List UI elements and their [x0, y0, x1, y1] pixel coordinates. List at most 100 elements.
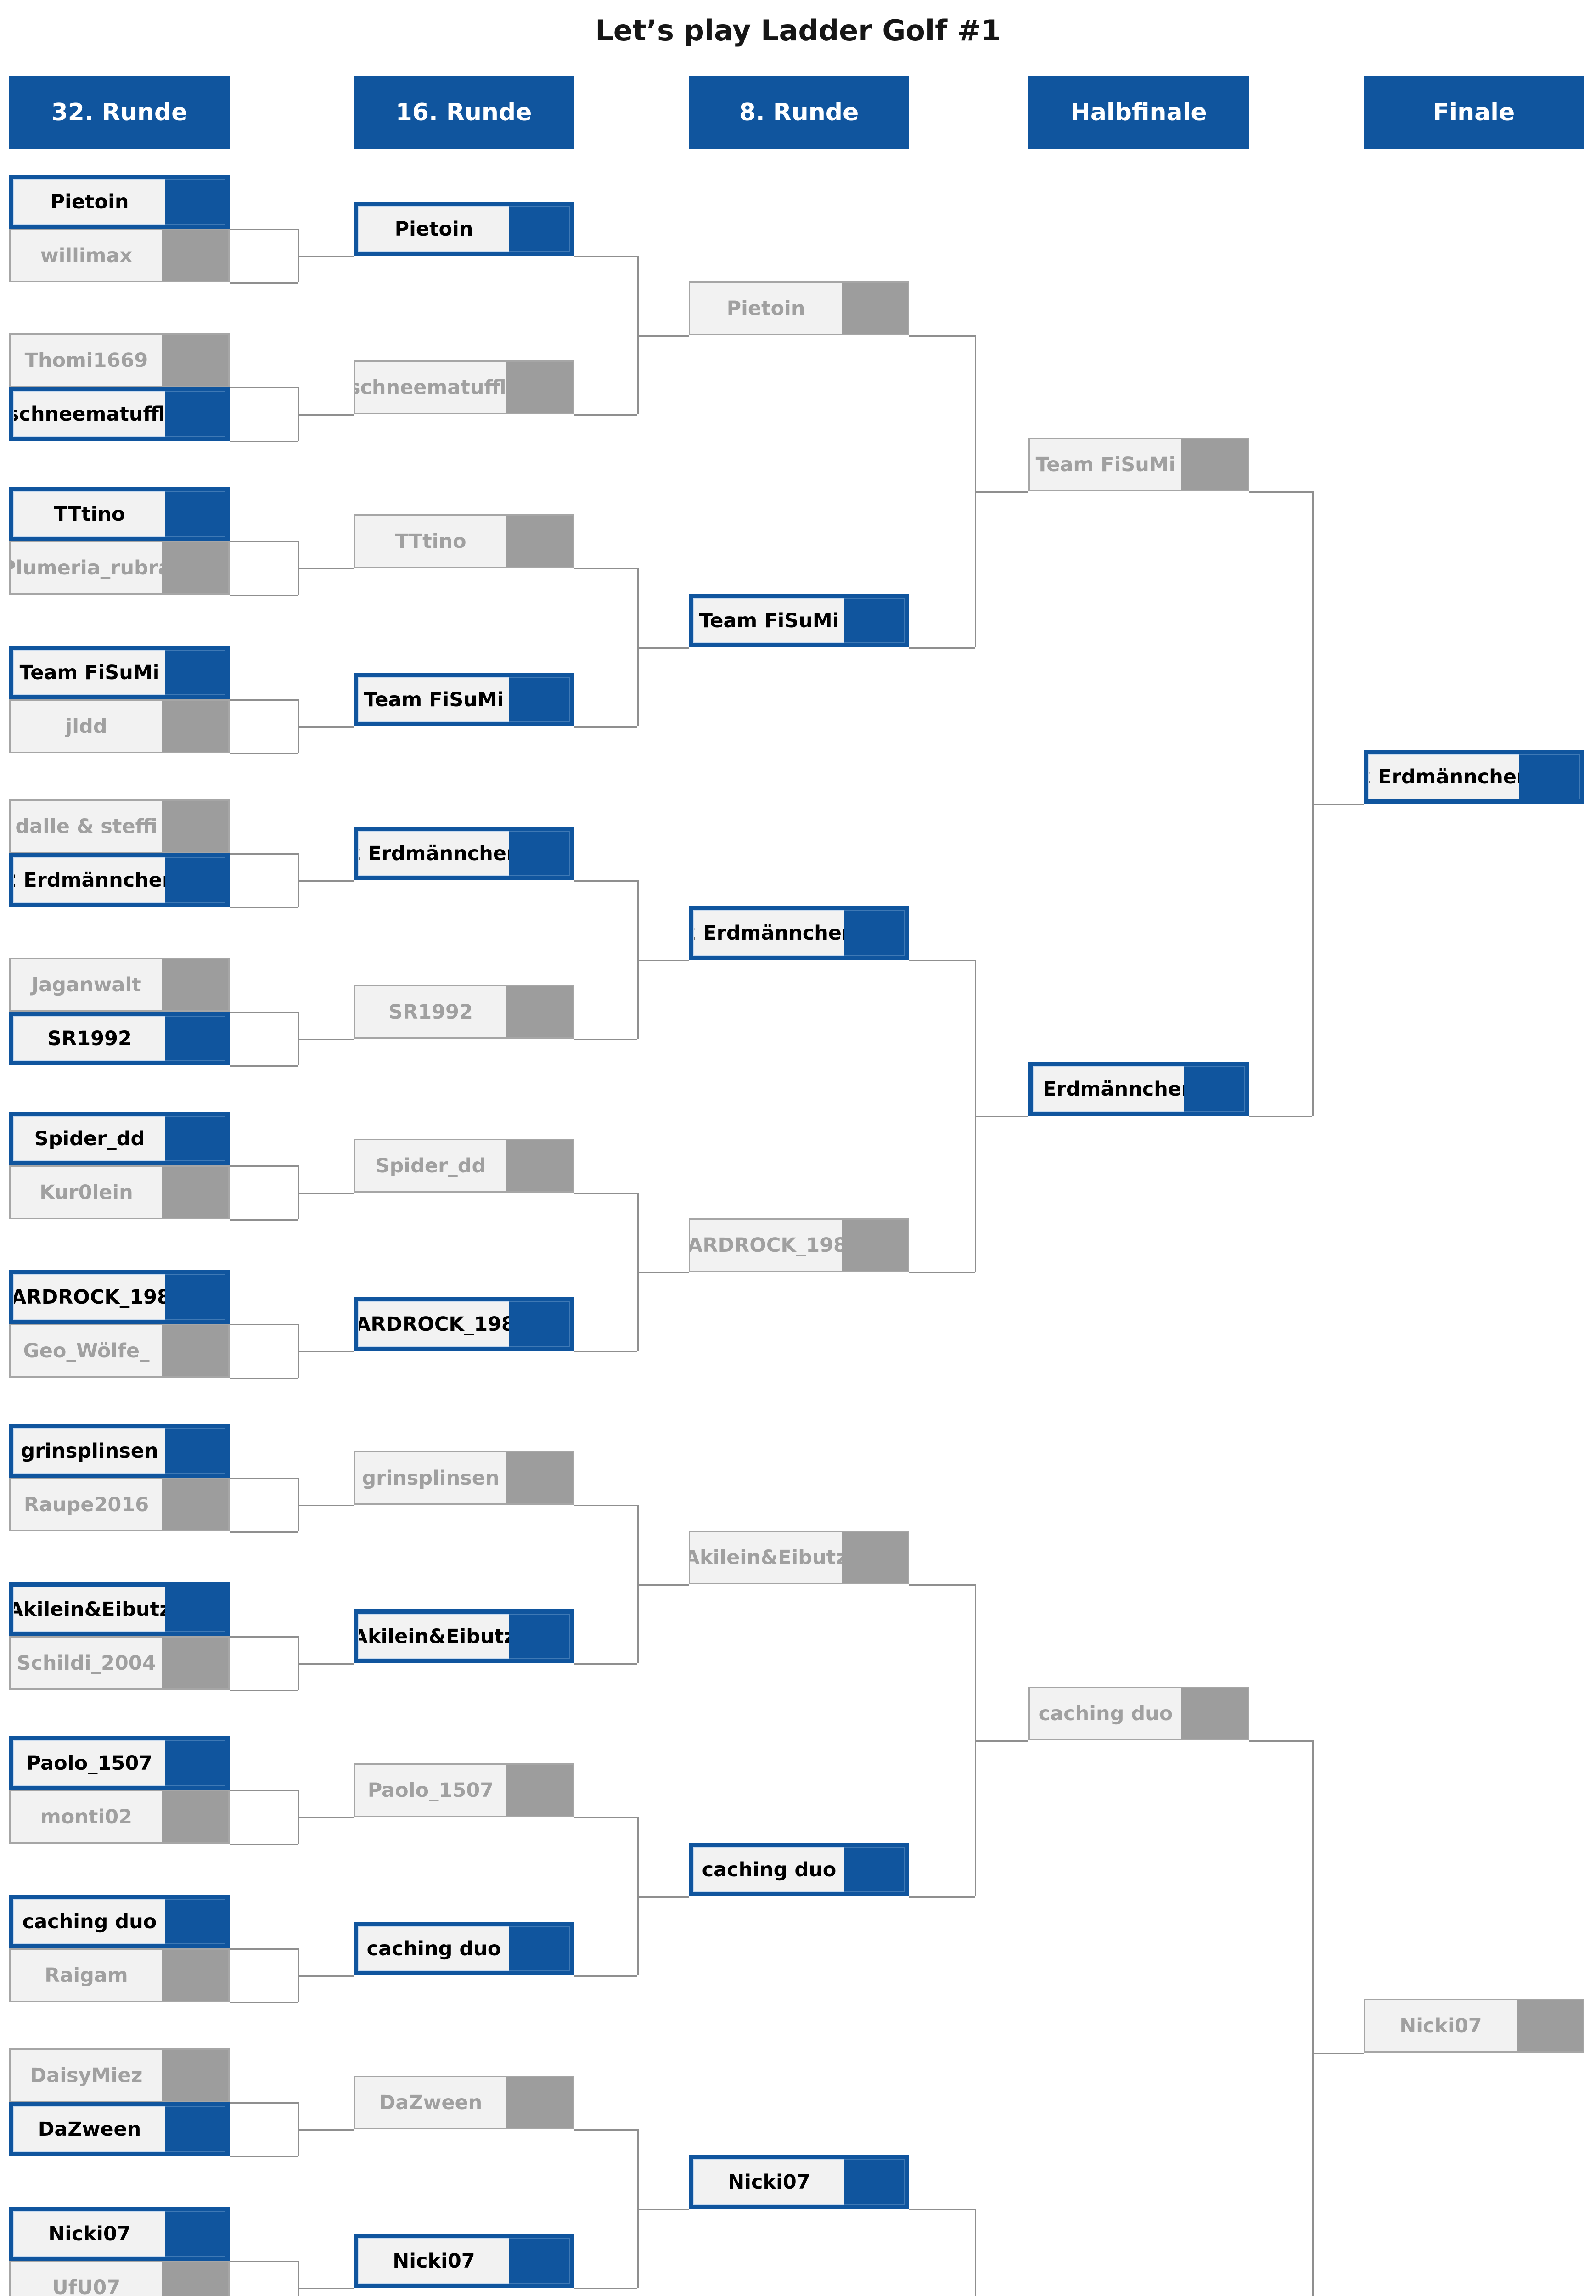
bracket-slot[interactable]: DaisyMiez: [9, 2048, 230, 2102]
bracket-slot[interactable]: Pietoin: [354, 202, 574, 256]
bracket-slot[interactable]: Nicki07: [689, 2155, 909, 2209]
competitor-name: dalle & steffi: [11, 801, 162, 852]
bracket-slot[interactable]: Plumeria_rubra: [9, 541, 230, 595]
competitor-name: Nicki07: [13, 2211, 165, 2257]
bracket-slot[interactable]: Team FiSuMi: [354, 673, 574, 726]
bracket-connector: [909, 1272, 975, 1273]
bracket-connector: [230, 1690, 298, 1691]
result-block: [509, 206, 570, 252]
bracket-slot[interactable]: DaZween: [9, 2102, 230, 2156]
competitor-name: Pietoin: [690, 283, 842, 334]
bracket-slot[interactable]: caching duo: [354, 1922, 574, 1975]
bracket-slot[interactable]: caching duo: [689, 1843, 909, 1896]
bracket-connector: [230, 2156, 298, 2157]
bracket-slot[interactable]: UfU07: [9, 2261, 230, 2296]
bracket-slot[interactable]: SR1992: [9, 1012, 230, 1065]
bracket-slot[interactable]: schneematuffli: [9, 387, 230, 441]
bracket-slot[interactable]: dalle & steffi: [9, 799, 230, 853]
competitor-name: 2 Erdmännchen: [358, 831, 509, 876]
bracket-connector: [230, 1790, 298, 1791]
bracket-slot[interactable]: Pietoin: [689, 281, 909, 335]
bracket-connector: [637, 1193, 639, 1351]
bracket-slot[interactable]: Team FiSuMi: [689, 594, 909, 647]
bracket-slot[interactable]: DaZween: [354, 2076, 574, 2129]
bracket-connector: [637, 1817, 639, 1975]
bracket-slot[interactable]: willimax: [9, 229, 230, 282]
bracket-connector: [298, 541, 299, 595]
bracket-slot[interactable]: TTtino: [354, 514, 574, 568]
bracket-slot[interactable]: Nicki07: [354, 2234, 574, 2288]
bracket-slot[interactable]: Geo_Wölfe_: [9, 1324, 230, 1378]
result-block: [506, 1140, 573, 1191]
bracket-slot[interactable]: TTtino: [9, 487, 230, 541]
bracket-slot[interactable]: Team FiSuMi: [9, 646, 230, 699]
bracket-slot[interactable]: Akilein&Eibutz: [689, 1531, 909, 1584]
bracket-slot[interactable]: Paolo_1507: [354, 1763, 574, 1817]
result-block: [162, 230, 228, 281]
bracket-slot[interactable]: Paolo_1507: [9, 1736, 230, 1790]
bracket-connector: [298, 1012, 299, 1065]
bracket-connector: [230, 753, 298, 754]
bracket-connector: [298, 1975, 354, 1977]
bracket-slot[interactable]: SR1992: [354, 985, 574, 1039]
bracket-slot[interactable]: Pietoin: [9, 175, 230, 229]
bracket-slot[interactable]: Spider_dd: [9, 1112, 230, 1165]
bracket-slot[interactable]: grinsplinsen: [9, 1424, 230, 1478]
result-block: [509, 677, 570, 722]
competitor-name: HARDROCK_1982: [13, 1274, 165, 1320]
competitor-name: Pietoin: [358, 206, 509, 252]
bracket-slot[interactable]: monti02: [9, 1790, 230, 1844]
result-block: [162, 1950, 228, 2001]
bracket-connector: [574, 880, 637, 882]
bracket-connector: [298, 1663, 354, 1665]
bracket-slot[interactable]: Nicki07: [1364, 1999, 1584, 2053]
bracket-connector: [637, 2129, 639, 2288]
bracket-slot[interactable]: Raupe2016: [9, 1478, 230, 1531]
bracket-connector: [230, 441, 298, 442]
bracket-slot[interactable]: Thomi1669: [9, 333, 230, 387]
bracket-connector: [1312, 804, 1364, 805]
bracket-slot[interactable]: Raigam: [9, 1948, 230, 2002]
bracket-connector: [298, 853, 299, 907]
result-block: [165, 1899, 225, 1944]
bracket-slot[interactable]: Kur0lein: [9, 1165, 230, 1219]
bracket-slot[interactable]: Nicki07: [9, 2207, 230, 2261]
bracket-connector: [975, 1116, 1028, 1117]
bracket-slot[interactable]: Akilein&Eibutz: [9, 1582, 230, 1636]
bracket-connector: [298, 1165, 299, 1219]
result-block: [844, 598, 905, 643]
competitor-name: Team FiSuMi: [358, 677, 509, 722]
bracket-slot[interactable]: HARDROCK_1982: [689, 1218, 909, 1272]
bracket-connector: [574, 726, 637, 728]
competitor-name: Paolo_1507: [13, 1740, 165, 1786]
bracket-slot[interactable]: Jaganwalt: [9, 958, 230, 1012]
bracket-slot[interactable]: 2 Erdmännchen: [689, 906, 909, 960]
bracket-slot[interactable]: schneematuffli: [354, 360, 574, 414]
bracket-slot[interactable]: 2 Erdmännchen: [1028, 1062, 1249, 1116]
bracket-slot[interactable]: grinsplinsen: [354, 1451, 574, 1505]
result-block: [162, 1479, 228, 1530]
result-block: [165, 1428, 225, 1474]
bracket-slot[interactable]: HARDROCK_1982: [354, 1297, 574, 1351]
bracket-slot[interactable]: caching duo: [9, 1895, 230, 1948]
bracket-slot[interactable]: 2 Erdmännchen: [1364, 750, 1584, 804]
bracket-slot[interactable]: HARDROCK_1982: [9, 1270, 230, 1324]
bracket-slot[interactable]: Spider_dd: [354, 1139, 574, 1193]
bracket-connector: [298, 256, 354, 257]
bracket-slot[interactable]: Akilein&Eibutz: [354, 1609, 574, 1663]
result-block: [1181, 1688, 1248, 1739]
bracket-slot[interactable]: caching duo: [1028, 1687, 1249, 1740]
bracket-connector: [637, 880, 639, 1039]
bracket-slot[interactable]: 2 Erdmännchen: [354, 827, 574, 880]
competitor-name: Thomi1669: [11, 335, 162, 386]
bracket-connector: [230, 2261, 298, 2262]
bracket-slot[interactable]: Schildi_2004: [9, 1636, 230, 1690]
result-block: [162, 1791, 228, 1842]
bracket-connector: [298, 387, 299, 441]
result-block: [1517, 2000, 1583, 2051]
bracket-slot[interactable]: 2 Erdmännchen: [9, 853, 230, 907]
result-block: [842, 1220, 908, 1271]
bracket-slot[interactable]: Team FiSuMi: [1028, 438, 1249, 491]
bracket-slot[interactable]: jldd: [9, 699, 230, 753]
bracket-connector: [637, 335, 689, 337]
